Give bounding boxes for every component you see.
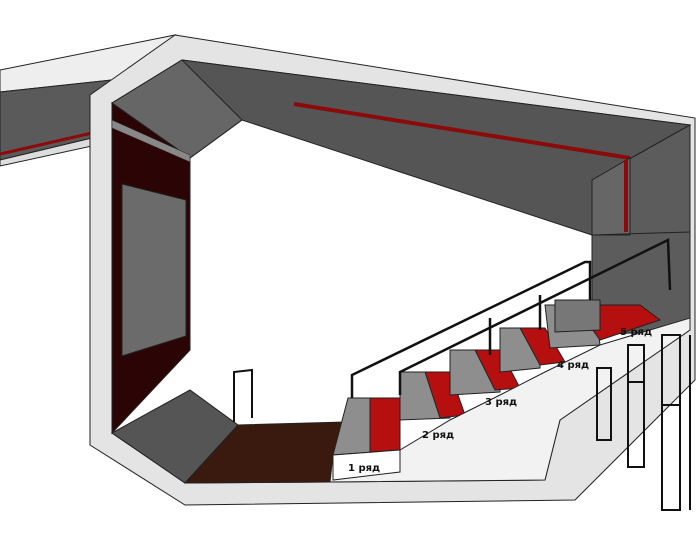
row-labels: 1 ряд 2 ряд 3 ряд 4 ряд 5 ряд xyxy=(348,327,652,474)
stair-railing xyxy=(350,238,672,398)
stair-supports xyxy=(596,334,691,511)
row-label-3: 3 ряд xyxy=(485,397,517,408)
left-wall xyxy=(111,102,191,435)
floor-rail-post xyxy=(233,368,253,422)
ceiling-red-accent xyxy=(293,102,631,160)
row-label-2: 2 ряд xyxy=(422,430,454,441)
staircase xyxy=(329,299,691,483)
row-label-4: 4 ряд xyxy=(557,360,589,371)
stair-stringer xyxy=(329,317,691,483)
row-label-1: 1 ряд xyxy=(348,463,380,474)
projection-screen xyxy=(121,183,187,357)
right-wall xyxy=(591,124,691,336)
row-label-5: 5 ряд xyxy=(620,327,652,338)
